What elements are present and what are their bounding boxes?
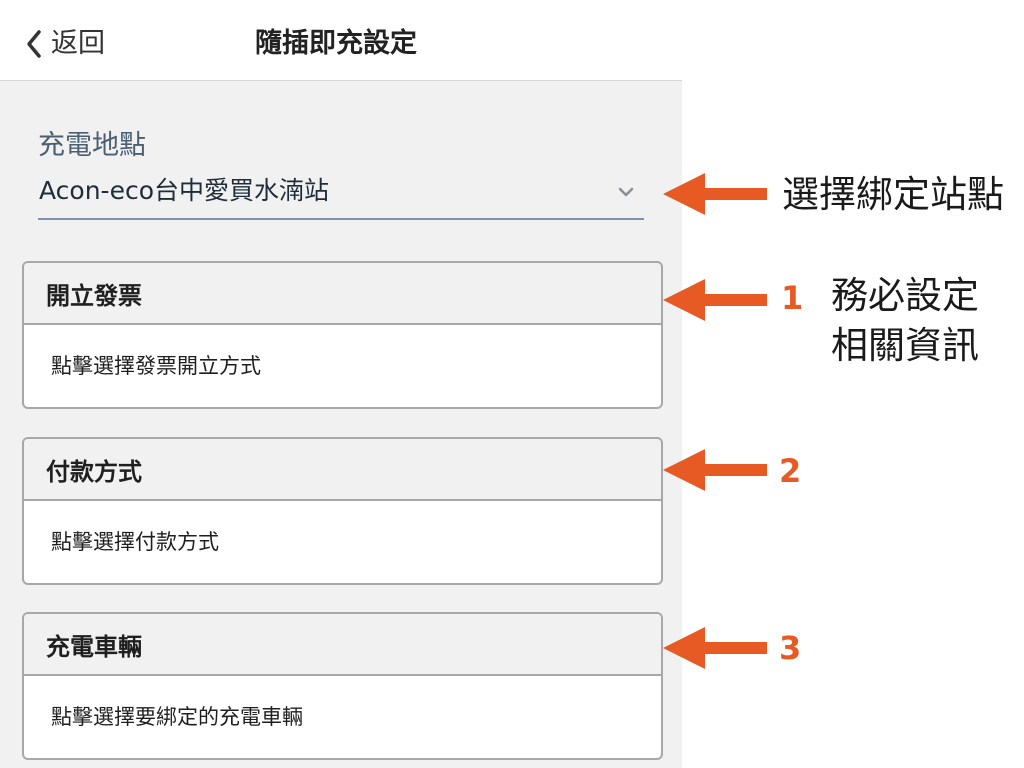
station-annotation-arrow-icon: [663, 173, 767, 215]
page-title: 隨插即充設定: [255, 28, 417, 59]
step-number-2: 2: [779, 452, 802, 490]
top-navigation-bar: 返回 隨插即充設定: [0, 0, 682, 81]
invoice-card-placeholder: 點擊選擇發票開立方式: [51, 354, 261, 378]
selected-charging-location: Acon-eco台中愛買水湳站: [39, 176, 329, 205]
step-one-arrow-icon: [663, 279, 767, 321]
chevron-down-icon: [618, 183, 634, 197]
vehicle-card-title: 充電車輛: [24, 614, 661, 676]
payment-card-title: 付款方式: [24, 439, 661, 501]
charging-location-label: 充電地點: [38, 130, 146, 161]
chevron-left-icon: [25, 29, 43, 59]
required-info-annotation-line-1: 務必設定: [831, 274, 979, 317]
charging-location-section: 充電地點 Acon-eco台中愛買水湳站: [38, 126, 644, 220]
back-label: 返回: [51, 28, 105, 59]
step-three-arrow-icon: [663, 627, 767, 669]
invoice-option-card[interactable]: 開立發票 點擊選擇發票開立方式: [22, 261, 663, 409]
step-two-arrow-icon: [663, 449, 767, 491]
charging-location-select[interactable]: Acon-eco台中愛買水湳站: [38, 166, 644, 220]
payment-card-placeholder: 點擊選擇付款方式: [51, 530, 219, 554]
vehicle-card-placeholder: 點擊選擇要綁定的充電車輛: [51, 705, 303, 729]
invoice-card-title: 開立發票: [24, 263, 661, 325]
step-number-3: 3: [779, 629, 802, 667]
back-button[interactable]: 返回: [25, 24, 105, 64]
charging-vehicle-card[interactable]: 充電車輛 點擊選擇要綁定的充電車輛: [22, 612, 663, 760]
plug-and-charge-settings-screen: 返回 隨插即充設定 充電地點 Acon-eco台中愛買水湳站 開立發票 點擊選擇…: [0, 0, 682, 768]
required-info-annotation-line-2: 相關資訊: [831, 324, 979, 367]
step-number-1: 1: [781, 279, 804, 317]
select-station-annotation: 選擇綁定站點: [782, 173, 1004, 216]
payment-method-card[interactable]: 付款方式 點擊選擇付款方式: [22, 437, 663, 585]
